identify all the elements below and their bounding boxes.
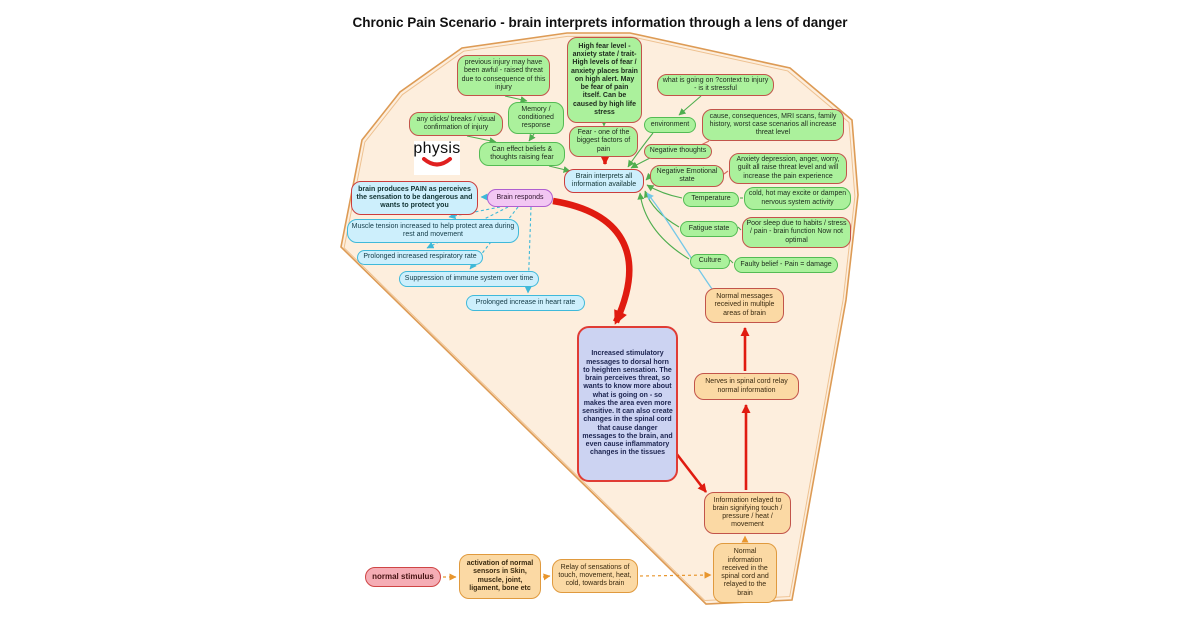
node-fatigue-state: Fatigue state bbox=[680, 221, 738, 237]
normal-message-to-brain-curve bbox=[646, 192, 713, 290]
node-high-fear-level: High fear level - anxiety state / trait-… bbox=[567, 37, 642, 123]
scenario-funnel-shape bbox=[340, 32, 859, 605]
node-sensor-activation: activation of normal sensors in Skin, mu… bbox=[459, 554, 541, 599]
node-brain-produces-pain: brain produces PAIN as perceives the sen… bbox=[351, 181, 478, 215]
node-previous-injury: previous injury may have been awful - ra… bbox=[457, 55, 550, 96]
node-visual-confirmation: any clicks/ breaks / visual confirmation… bbox=[409, 112, 503, 136]
node-anxiety-depression: Anxiety depression, anger, worry, guilt … bbox=[729, 153, 847, 184]
normal-pathway-connectors bbox=[443, 535, 749, 581]
page-title: Chronic Pain Scenario - brain interprets… bbox=[352, 15, 848, 30]
node-temperature: Temperature bbox=[683, 192, 739, 207]
node-cold-hot: cold, hot may excite or dampen nervous s… bbox=[744, 187, 851, 210]
node-beliefs-thoughts: Can effect beliefs & thoughts raising fe… bbox=[479, 142, 565, 166]
node-negative-emotional-state: Negative Emotional state bbox=[650, 165, 724, 187]
node-increased-stimulatory-messages: Increased stimulatory messages to dorsal… bbox=[577, 326, 678, 482]
green-connectors bbox=[466, 95, 743, 264]
node-cause-consequences: cause, consequences, MRI scans, family h… bbox=[702, 109, 844, 141]
node-heart-rate: Prolonged increase in heart rate bbox=[466, 295, 585, 311]
node-respiratory-rate: Prolonged increased respiratory rate bbox=[357, 250, 483, 265]
node-brain-interprets: Brain interprets all information availab… bbox=[564, 169, 644, 193]
node-culture: Culture bbox=[690, 254, 730, 269]
node-information-relayed: Information relayed to brain signifying … bbox=[704, 492, 791, 534]
node-context-to-injury: what is going on ?context to injury - is… bbox=[657, 74, 774, 96]
node-muscle-tension: Muscle tension increased to help protect… bbox=[347, 219, 519, 243]
node-faulty-belief: Faulty belief - Pain = damage bbox=[734, 257, 838, 273]
node-memory-conditioned-response: Memory / conditioned response bbox=[508, 102, 564, 134]
physis-smile-icon bbox=[422, 157, 452, 167]
node-nerves-spinal-cord: Nerves in spinal cord relay normal infor… bbox=[694, 373, 799, 400]
node-negative-thoughts: Negative thoughts bbox=[644, 144, 712, 159]
physis-logo-text: physis bbox=[413, 140, 461, 157]
physis-logo: physis bbox=[413, 140, 461, 175]
node-poor-sleep: Poor sleep due to habits / stress / pain… bbox=[742, 217, 851, 248]
node-normal-information-received: Normal information received in the spina… bbox=[713, 543, 777, 603]
node-relay-sensations: Relay of sensations of touch, movement, … bbox=[552, 559, 638, 593]
node-fear-biggest-factor: Fear - one of the biggest factors of pai… bbox=[569, 126, 638, 157]
node-immune-suppression: Suppression of immune system over time bbox=[399, 271, 539, 287]
node-normal-stimulus: normal stimulus bbox=[365, 567, 441, 587]
node-normal-messages-brain: Normal messages received in multiple are… bbox=[705, 288, 784, 323]
node-environment: environment bbox=[644, 117, 696, 133]
node-brain-responds: Brain responds bbox=[487, 189, 553, 207]
